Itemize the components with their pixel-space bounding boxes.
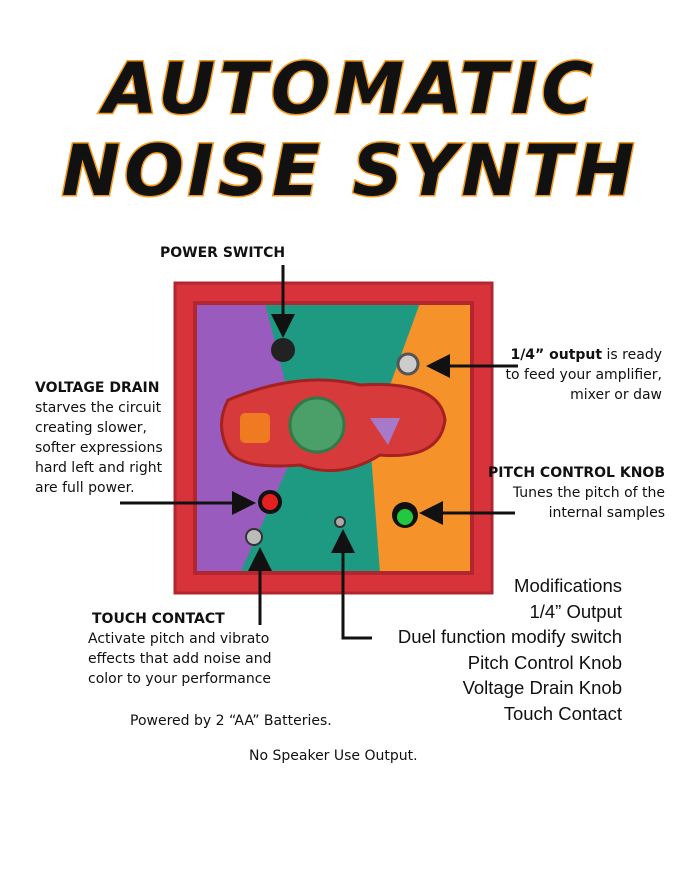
pitch-knob-line: Tunes the pitch of the (512, 485, 665, 501)
modifications-list: Modifications 1/4” Output Duel function … (398, 573, 622, 726)
pointer-arrows (120, 265, 518, 640)
pitch-knob-line: internal samples (548, 505, 665, 521)
touch-contact-label: TOUCH CONTACT Activate pitch and vibrato… (88, 609, 272, 689)
power-switch-heading: POWER SWITCH (160, 245, 286, 261)
voltage-drain-heading: VOLTAGE DRAIN (35, 380, 160, 396)
touch-contact-line: Activate pitch and vibrato (88, 631, 270, 647)
modification-item: Duel function modify switch (397, 626, 622, 647)
power-switch-label: POWER SWITCH (160, 243, 285, 263)
modification-item: Touch Contact (503, 702, 622, 724)
modifications-heading: Modifications (514, 575, 622, 596)
voltage-drain-line: creating slower, (35, 420, 147, 436)
touch-contact-heading: TOUCH CONTACT (92, 611, 225, 627)
touch-contact-line: color to your performance (88, 671, 272, 687)
pitch-knob-label: PITCH CONTROL KNOB Tunes the pitch of th… (470, 463, 665, 523)
batteries-note: Powered by 2 “AA” Batteries. (130, 713, 332, 729)
power-switch[interactable] (271, 338, 295, 362)
voltage-drain-line: hard left and right (35, 460, 163, 476)
output-line-3: mixer or daw (570, 387, 662, 403)
output-line-2: to feed your amplifier, (505, 367, 662, 383)
modification-item: 1/4” Output (529, 600, 622, 622)
output-label: 1/4” output is ready to feed your amplif… (480, 345, 662, 405)
title-line-1: AUTOMATIC (102, 47, 597, 132)
output-jack[interactable] (396, 352, 420, 376)
title-line-2: NOISE SYNTH (60, 129, 639, 214)
pitch-knob-heading: PITCH CONTROL KNOB (488, 465, 665, 481)
touch-contact[interactable] (245, 528, 263, 546)
voltage-drain-line: softer expressions (35, 440, 163, 456)
voltage-drain-line: starves the circuit (35, 400, 162, 416)
speaker-note: No Speaker Use Output. (249, 748, 418, 764)
center-knob[interactable] (288, 396, 346, 454)
voltage-drain-label: VOLTAGE DRAIN starves the circuit creati… (35, 378, 163, 498)
output-rest: is ready (602, 347, 662, 363)
voltage-drain-line: are full power. (35, 480, 135, 496)
touch-contact-line: effects that add noise and (88, 651, 272, 667)
center-plate (220, 378, 447, 473)
modification-item: Pitch Control Knob (467, 651, 622, 673)
modification-item: Voltage Drain Knob (462, 677, 622, 698)
output-bold: 1/4” output (510, 347, 603, 363)
modify-switch[interactable] (334, 516, 346, 528)
